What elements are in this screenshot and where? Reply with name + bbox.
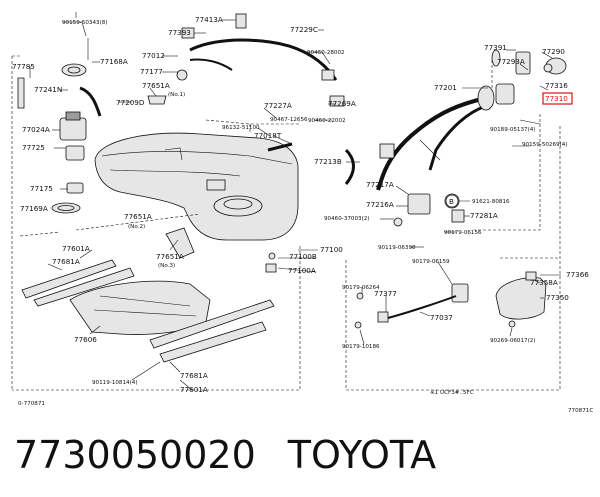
part-label: 77168A xyxy=(100,57,128,66)
part-label: (No.1) xyxy=(168,92,185,98)
part-label: 77785 xyxy=(12,62,35,71)
part-label: 77169A xyxy=(20,204,48,213)
part-label: 90179-06159 xyxy=(412,259,450,265)
part-label: 77413A xyxy=(195,15,223,24)
corner-code-left: 0-770871 xyxy=(18,401,45,407)
part-label: 91621-80816 xyxy=(472,199,510,205)
part-label: 77018T xyxy=(254,131,282,140)
part-label: 90119-06398 xyxy=(378,245,416,251)
part-label: 77366 xyxy=(566,270,589,279)
part-label: 77024A xyxy=(22,125,50,134)
part-label: 90460-22002 xyxy=(308,118,346,124)
dashed-lines xyxy=(11,55,561,391)
part-label: 90460-28002 xyxy=(307,50,345,56)
fuel-pump xyxy=(65,145,85,161)
part-shapes xyxy=(17,13,567,363)
part-label: 77177 xyxy=(140,67,163,76)
part-label: 77651A xyxy=(124,212,152,221)
tank-protector xyxy=(69,280,211,335)
variant-note: ※1 UCF3#..5FC xyxy=(430,390,474,396)
part-label: 77241N xyxy=(34,85,62,94)
filler-hose xyxy=(344,148,355,185)
part-label highlighted: 77310 xyxy=(545,94,568,103)
fuel-tank xyxy=(94,132,299,241)
part-label: 77201 xyxy=(434,83,457,92)
part-label: 77209D xyxy=(116,98,145,107)
part-label: 90189-05137(4) xyxy=(490,127,536,133)
part-label: 77100A xyxy=(288,266,316,275)
part-label: 90159-50343(8) xyxy=(62,20,108,26)
part-label: 77651A xyxy=(156,252,184,261)
part-label: 77358A xyxy=(530,278,558,287)
part-label: (No.2) xyxy=(128,224,145,230)
part-label: 90159-50269(4) xyxy=(522,142,568,148)
part-label: 77601A xyxy=(180,385,208,394)
part-label: 90467-12656 xyxy=(270,117,308,123)
part-labels: 90159-50343(8) 77413A 77393 77229C 77785… xyxy=(12,15,593,414)
part-label: 77217A xyxy=(366,180,394,189)
part-label: 77100B xyxy=(289,252,317,261)
part-label: 77606 xyxy=(74,335,97,344)
callout-circle xyxy=(445,194,459,208)
part-label: 90119-10814(4) xyxy=(92,380,138,386)
part-number: 7730050020 xyxy=(14,433,256,477)
part-label: 77725 xyxy=(22,143,45,152)
part-label: 77293A xyxy=(497,57,525,66)
part-label: 77601A xyxy=(62,244,90,253)
part-label: 77100 xyxy=(320,245,343,254)
part-label: 77229C xyxy=(290,25,318,34)
part-label: 77216A xyxy=(366,200,394,209)
part-label: 77290 xyxy=(542,47,565,56)
part-label: 77377 xyxy=(374,289,397,298)
part-label: 77681A xyxy=(52,257,80,266)
highlighted-part-box xyxy=(542,92,573,105)
filler-pipe xyxy=(376,96,487,191)
part-label: 90179-06156 xyxy=(444,230,482,236)
part-label: 77227A xyxy=(264,101,292,110)
part-label: 77681A xyxy=(180,371,208,380)
callout-label: B xyxy=(449,197,454,206)
part-label: 77391 xyxy=(484,43,507,52)
part-label: (No.3) xyxy=(158,263,175,269)
part-label: 90179-10186 xyxy=(342,344,380,350)
part-label: 77350 xyxy=(546,293,569,302)
part-label: 96132-51100 xyxy=(222,125,260,131)
breather-tube xyxy=(189,38,338,81)
part-label: 90269-06017(2) xyxy=(490,338,536,344)
part-label: 77651A xyxy=(142,81,170,90)
corner-code-right: 770871C xyxy=(568,408,593,414)
brand-name: TOYOTA xyxy=(287,433,437,477)
part-label: 77393 xyxy=(168,28,191,37)
part-label: 90460-37003(2) xyxy=(324,216,370,222)
part-label: 77175 xyxy=(30,184,53,193)
fuel-lid xyxy=(495,277,547,320)
part-label: 77269A xyxy=(328,99,356,108)
leader-lines xyxy=(29,12,561,391)
part-label: 77316 xyxy=(545,81,568,90)
filler-neck xyxy=(477,85,495,111)
tank-strap-left xyxy=(21,259,117,299)
pump-hose xyxy=(79,86,102,117)
part-label: 90179-06264 xyxy=(342,285,380,291)
part-label: 77037 xyxy=(430,313,453,322)
part-label: 77012 xyxy=(142,51,165,60)
part-caption: 7730050020 TOYOTA xyxy=(14,432,436,478)
part-label: 77281A xyxy=(470,211,498,220)
fuel-pump-bracket xyxy=(59,117,87,141)
part-label: 77213B xyxy=(314,157,342,166)
fuel-system-diagram: 90159-50343(8) 77413A 77393 77229C 77785… xyxy=(11,12,593,414)
